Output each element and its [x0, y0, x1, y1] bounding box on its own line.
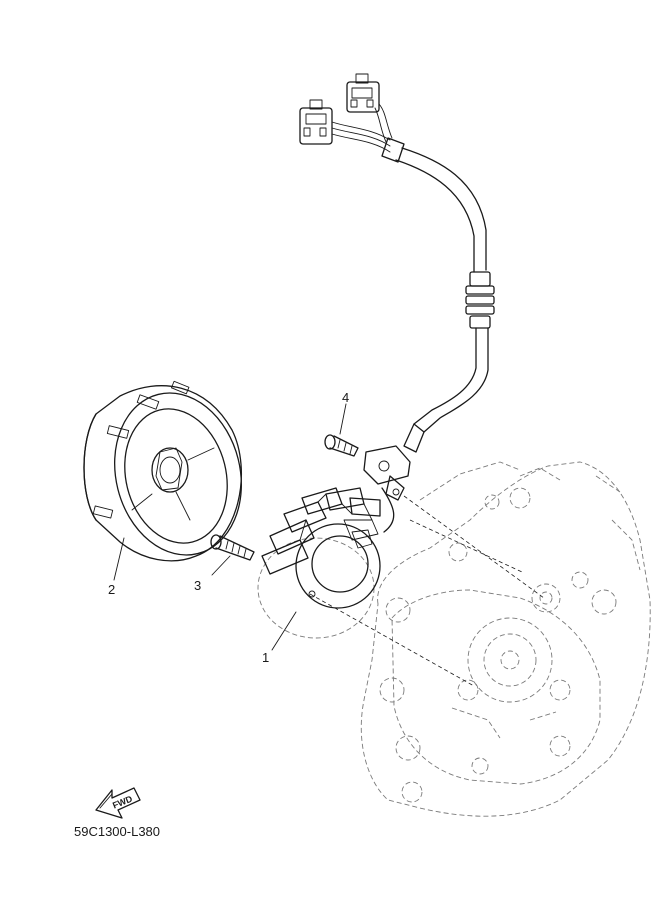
stator-assembly: [257, 487, 381, 651]
connector-right: [346, 73, 380, 113]
diagram-code: 59C1300-L380: [74, 824, 160, 839]
wire-harness: [299, 73, 495, 533]
bolt-part-4: [324, 403, 359, 457]
rotor-assembly: [83, 380, 243, 581]
callout-part-2: 2: [108, 582, 115, 597]
connector-left: [299, 99, 333, 145]
wire-clamp-bracket: [363, 445, 411, 533]
cable-grommet: [465, 271, 495, 329]
bolt-part-3: [210, 534, 255, 576]
fwd-arrow-icon: FWD: [95, 787, 141, 819]
callout-part-3: 3: [194, 578, 201, 593]
crankcase-outline: [309, 461, 651, 817]
callout-part-1: 1: [262, 650, 269, 665]
callout-part-4: 4: [342, 390, 349, 405]
